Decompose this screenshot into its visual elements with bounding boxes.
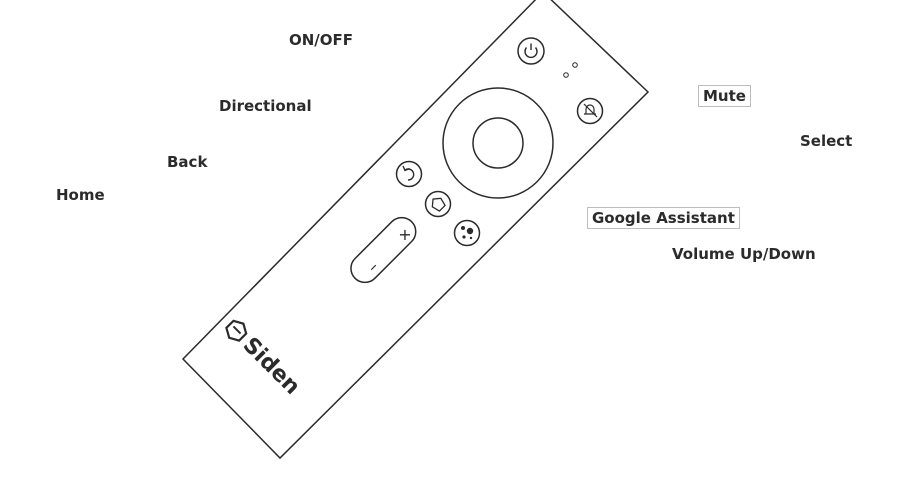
volume-label: Volume Up/Down	[672, 245, 816, 263]
google-assistant-label: Google Assistant	[587, 207, 740, 229]
mute-label: Mute	[698, 85, 751, 107]
select-button[interactable]	[472, 117, 524, 169]
volume-rocker[interactable]	[345, 212, 421, 288]
mute-button[interactable]	[576, 97, 604, 125]
power-button[interactable]	[517, 37, 545, 65]
google-assistant-button[interactable]	[453, 219, 481, 247]
led-indicator	[563, 72, 569, 78]
led-indicator	[572, 62, 578, 68]
siden-logo-mark	[225, 319, 248, 342]
home-label: Home	[56, 186, 105, 204]
volume-up-symbol: +	[398, 225, 411, 244]
home-button[interactable]	[424, 190, 452, 218]
directional-label: Directional	[219, 97, 312, 115]
on-off-label: ON/OFF	[289, 31, 354, 49]
select-label: Select	[800, 132, 853, 150]
back-button[interactable]	[395, 160, 423, 188]
back-label: Back	[167, 153, 208, 171]
